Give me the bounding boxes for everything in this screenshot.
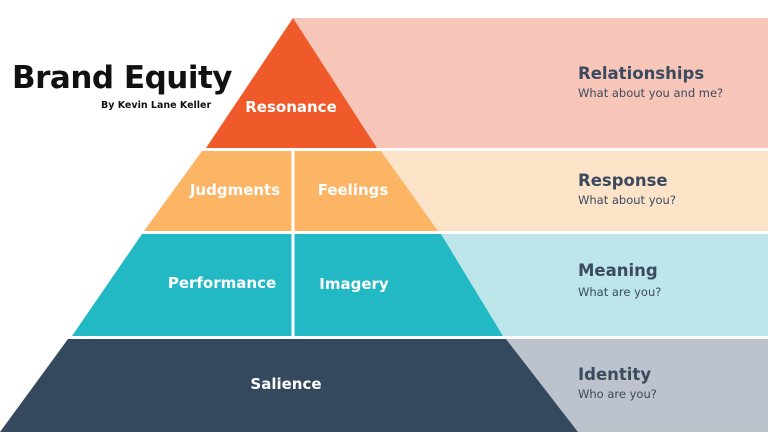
label-feelings: Feelings [318,181,389,199]
band-heading-identity: Identity [578,365,651,384]
author-byline: By Kevin Lane Keller [101,100,212,111]
label-salience: Salience [250,375,321,393]
label-performance: Performance [168,274,276,292]
label-resonance: Resonance [245,98,337,116]
band-question-identity: Who are you? [578,387,657,401]
label-judgments: Judgments [189,181,280,199]
label-imagery: Imagery [319,275,389,293]
tier-response [144,151,438,231]
page-title: Brand Equity [12,60,232,96]
band-relationships [293,18,768,148]
band-question-response: What about you? [578,193,676,207]
band-response [381,151,768,231]
band-question-meaning: What are you? [578,285,661,299]
band-identity [506,339,768,432]
tier-resonance [206,18,377,148]
band-heading-response: Response [578,171,668,190]
band-heading-meaning: Meaning [578,261,658,280]
band-meaning [441,234,768,336]
tier-meaning [72,234,503,336]
band-heading-relationships: Relationships [578,64,704,83]
tier-salience [0,339,578,432]
band-question-relationships: What about you and me? [578,86,723,100]
title-block: Brand Equity By Kevin Lane Keller [12,58,232,111]
